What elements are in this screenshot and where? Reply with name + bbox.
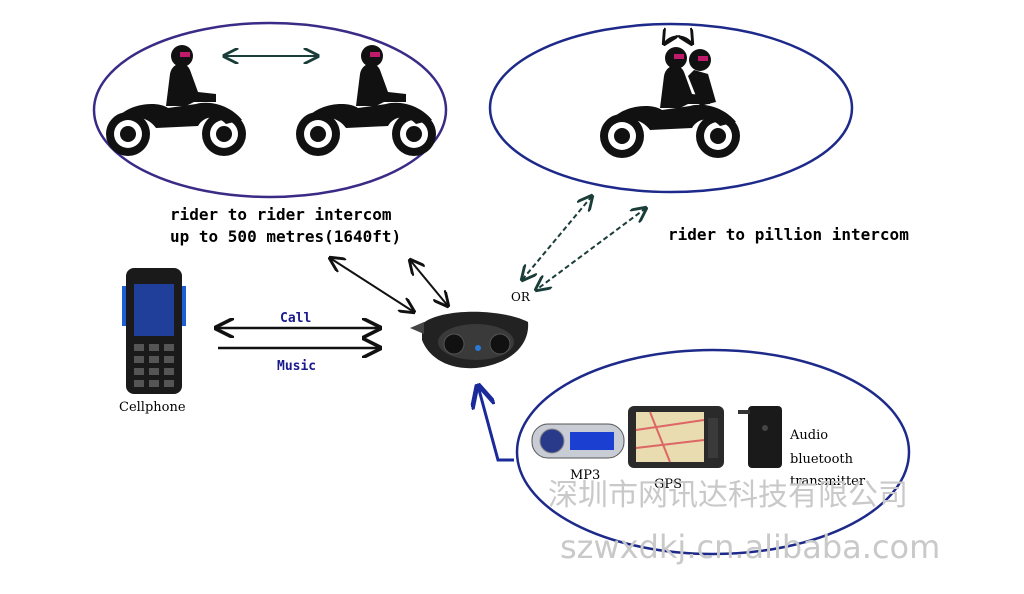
audio-label-line1: Audio — [790, 428, 829, 443]
bluetooth-headset-icon — [410, 311, 529, 369]
call-label: Call — [280, 311, 312, 326]
gps-label: GPS — [654, 477, 683, 492]
gps-device-icon — [628, 406, 724, 468]
motorcycle-rider-icon — [106, 45, 246, 156]
audio-source-arrow — [478, 386, 514, 462]
watermark-company: 深圳市网讯达科技有限公司 — [548, 478, 908, 513]
rider-to-pillion-ellipse — [488, 22, 854, 194]
rider-to-rider-ellipse — [92, 21, 448, 199]
watermark-url: szwxdkj.cn.alibaba.com — [560, 528, 941, 566]
headset-to-pillion-arrow-2 — [536, 208, 646, 290]
headset-to-rider-arrow — [330, 258, 414, 312]
mp3-label: MP3 — [570, 468, 601, 483]
audio-label-line2: bluetooth — [790, 452, 854, 467]
rider-to-rider-label-line1: rider to rider intercom — [170, 205, 392, 224]
rider-to-rider-label-line2: up to 500 metres(1640ft) — [170, 227, 402, 246]
audio-transmitter-icon — [738, 406, 782, 468]
headset-to-rider-arrow-2 — [410, 260, 448, 306]
mp3-player-icon — [531, 423, 625, 459]
headset-to-pillion-arrow — [522, 196, 592, 280]
audio-sources-ellipse — [515, 348, 911, 556]
rider-to-pillion-label: rider to pillion intercom — [668, 225, 909, 244]
music-label: Music — [277, 359, 317, 374]
pillion-swap-arrow — [664, 37, 692, 45]
cellphone-icon — [122, 268, 186, 394]
or-label: OR — [511, 290, 530, 304]
motorcycle-pillion-icon — [600, 47, 740, 158]
cellphone-label: Cellphone — [119, 400, 186, 415]
audio-label-line3: transmitter — [790, 474, 866, 489]
